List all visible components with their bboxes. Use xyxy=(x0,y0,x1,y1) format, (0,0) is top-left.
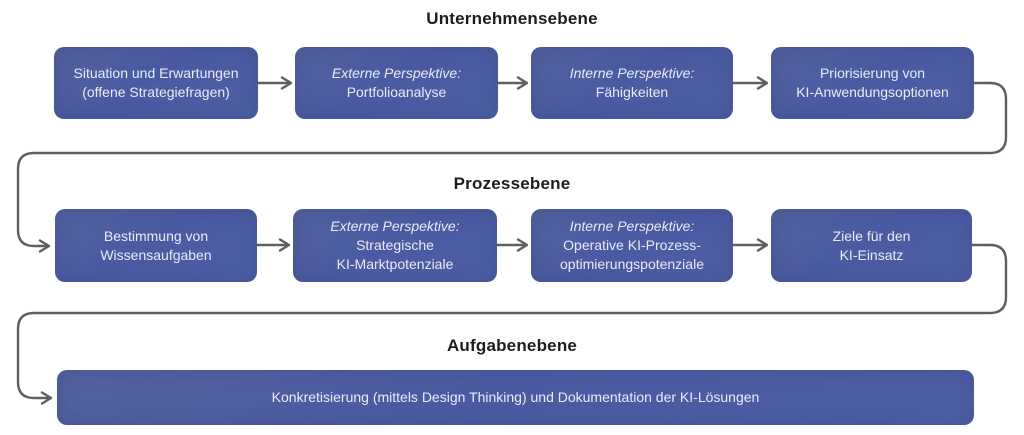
box-line: KI-Einsatz xyxy=(839,246,904,263)
box-line: KI-Marktpotenziale xyxy=(336,256,454,272)
box-line: optimierungspotenziale xyxy=(560,256,704,272)
box-line: Portfolioanalyse xyxy=(346,84,447,100)
level-heading-prozessebene: Prozessebene xyxy=(453,174,571,193)
box-ziele-fuer-den-ki-einsatz: Ziele für den KI-Einsatz xyxy=(771,209,972,282)
box-line: Konkretisierung (mittels Design Thinking… xyxy=(271,389,760,405)
box-line: Interne Perspektive: xyxy=(569,65,695,81)
box-line: Priorisierung von xyxy=(819,65,926,81)
box-line: Situation und Erwartungen xyxy=(73,65,239,81)
box-line: KI-Anwendungsoptionen xyxy=(796,84,949,100)
box-line: Fähigkeiten xyxy=(595,84,669,100)
box-line: Externe Perspektive: xyxy=(330,218,460,234)
box-line: Ziele für den xyxy=(832,227,911,244)
box-bestimmung-von-wissensaufgaben: Bestimmung von Wissensaufgaben xyxy=(55,209,257,282)
box-strategische-ki-marktpotenziale: Externe Perspektive: Strategische KI-Mar… xyxy=(293,209,497,282)
box-operative-ki-prozessoptimierungspotenziale: Interne Perspektive: Operative KI-Prozes… xyxy=(531,209,733,282)
box-line: Wissensaufgaben xyxy=(100,246,212,263)
box-line: Strategische xyxy=(356,237,434,253)
box-line: Operative KI-Prozess- xyxy=(563,237,701,253)
box-line: (offene Strategiefragen) xyxy=(82,84,230,100)
level-heading-unternehmensebene: Unternehmensebene xyxy=(426,9,598,28)
box-externe-perspektive-portfolioanalyse: Externe Perspektive: Portfolioanalyse xyxy=(295,47,498,119)
box-situation-und-erwartungen: Situation und Erwartungen (offene Strate… xyxy=(54,47,258,119)
level-heading-aufgabenebene: Aufgabenebene xyxy=(446,336,578,355)
box-interne-perspektive-faehigkeiten: Interne Perspektive: Fähigkeiten xyxy=(531,47,733,119)
box-priorisierung-ki-anwendungsoptionen: Priorisierung von KI-Anwendungsoptionen xyxy=(771,47,974,119)
box-line: Externe Perspektive: xyxy=(331,65,462,81)
box-line: Bestimmung von xyxy=(103,227,209,244)
box-konkretisierung-und-dokumentation: Konkretisierung (mittels Design Thinking… xyxy=(57,370,974,425)
box-line: Interne Perspektive: xyxy=(569,218,695,234)
